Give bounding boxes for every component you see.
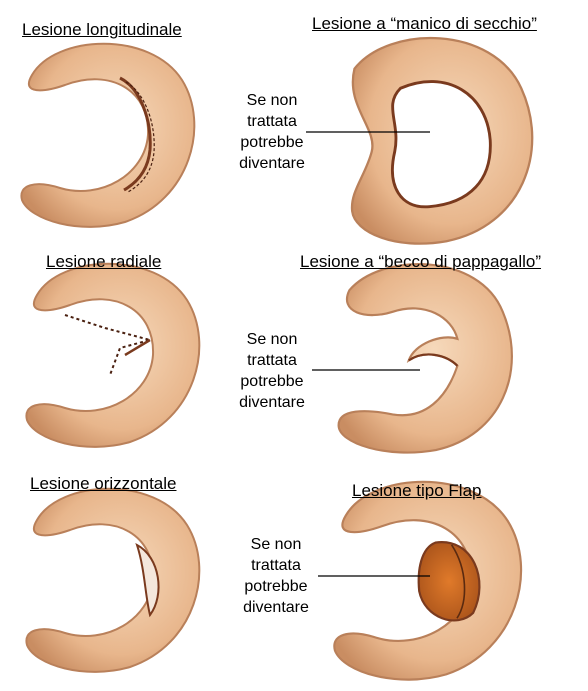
meniscus-parrot-beak — [337, 263, 513, 454]
note-line: potrebbe — [240, 373, 304, 390]
title-bucket-handle: Lesione a “manico di secchio” — [312, 14, 537, 33]
note-line: trattata — [247, 352, 297, 369]
note-line: diventare — [239, 394, 305, 411]
note-line: potrebbe — [244, 578, 308, 595]
note-row-2: Se non trattata potrebbe diventare — [222, 329, 322, 413]
title-horizontal: Lesione orizzontale — [30, 474, 177, 493]
note-line: diventare — [239, 155, 305, 172]
note-line: potrebbe — [240, 134, 304, 151]
meniscus-radial — [25, 262, 201, 448]
note-line: Se non — [246, 331, 298, 348]
title-flap: Lesione tipo Flap — [352, 481, 482, 500]
meniscus-longitudinal — [20, 42, 196, 228]
note-line: Se non — [246, 92, 298, 109]
note-row-3: Se non trattata potrebbe diventare — [226, 534, 326, 618]
note-line: Se non — [250, 536, 302, 553]
note-line: trattata — [247, 113, 297, 130]
note-line: diventare — [243, 599, 309, 616]
meniscus-flap — [333, 480, 523, 681]
title-radial: Lesione radiale — [46, 252, 162, 271]
note-line: trattata — [251, 557, 301, 574]
title-longitudinal: Lesione longitudinale — [22, 20, 182, 39]
meniscus-horizontal — [25, 487, 201, 673]
title-parrot-beak: Lesione a “becco di pappagallo” — [300, 252, 542, 271]
meniscus-bucket-handle — [350, 36, 534, 245]
note-row-1: Se non trattata potrebbe diventare — [222, 90, 322, 174]
